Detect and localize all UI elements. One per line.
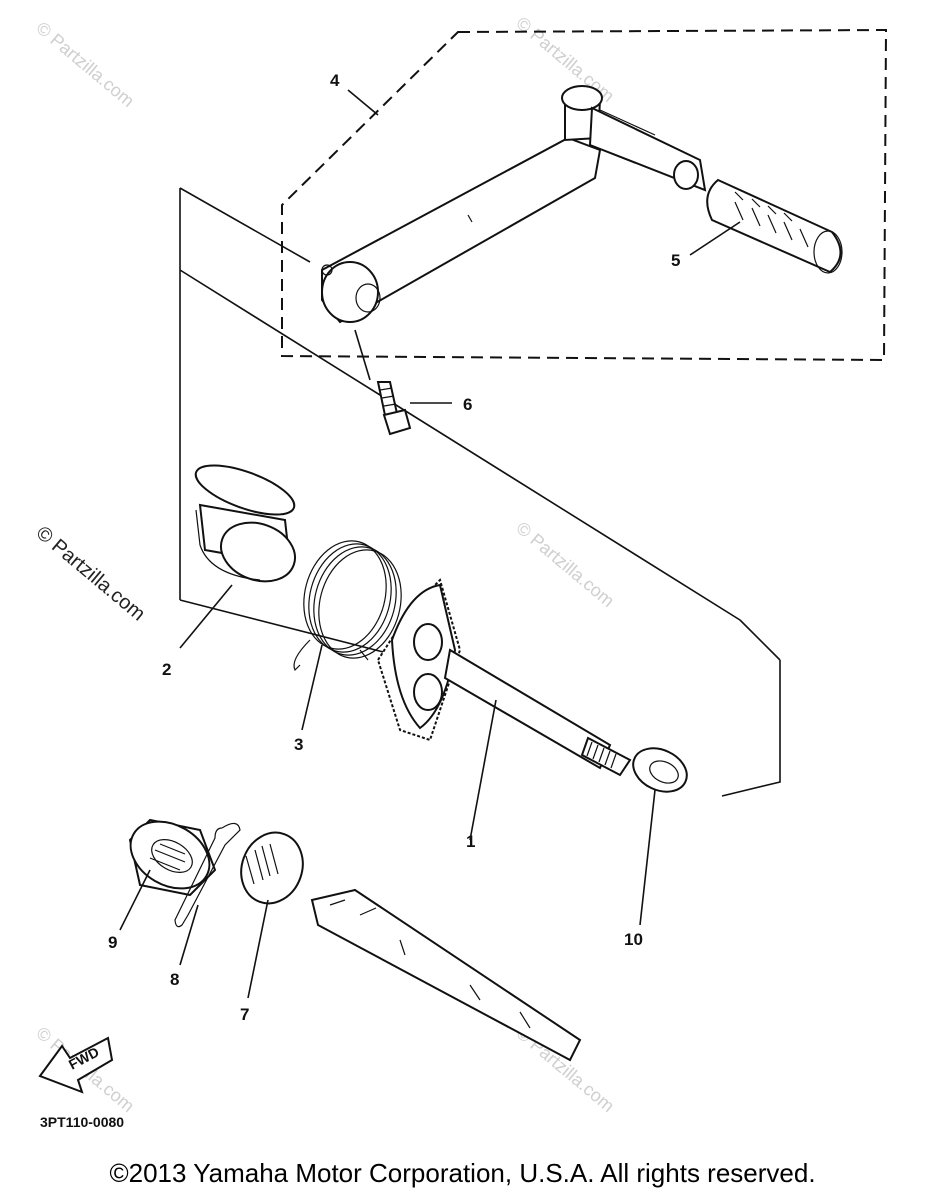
leader-lines bbox=[119, 89, 741, 999]
ratchet-clip bbox=[174, 822, 241, 928]
callout-9: 9 bbox=[108, 933, 117, 952]
callout-8: 8 bbox=[170, 970, 179, 989]
callout-1: 1 bbox=[466, 832, 475, 851]
kick-idle-gear bbox=[240, 831, 304, 905]
callout-4: 4 bbox=[330, 71, 340, 90]
copyright-notice: ©2013 Yamaha Motor Corporation, U.S.A. A… bbox=[109, 1158, 816, 1188]
kick-gear-shaft bbox=[376, 578, 632, 777]
bushing bbox=[194, 464, 296, 583]
callout-labels: 1 2 3 4 5 6 7 8 9 10 bbox=[108, 71, 680, 1024]
kick-lever-arm bbox=[321, 85, 707, 324]
kick-ratchet bbox=[128, 818, 217, 897]
kick-grip bbox=[706, 178, 843, 274]
main-axle bbox=[310, 888, 582, 1062]
watermark: © Partzilla.com bbox=[32, 522, 149, 625]
callout-3: 3 bbox=[294, 735, 303, 754]
oil-seal bbox=[632, 747, 688, 793]
kick-shaft-outline-box bbox=[179, 187, 781, 797]
callout-2: 2 bbox=[162, 660, 171, 679]
callout-6: 6 bbox=[463, 395, 472, 414]
callout-5: 5 bbox=[671, 251, 680, 270]
diagram-reference-code: 3PT110-0080 bbox=[40, 1114, 124, 1130]
torsion-spring bbox=[293, 540, 402, 672]
watermark: © Partzilla.com bbox=[32, 18, 138, 111]
bolt bbox=[376, 381, 412, 436]
callout-10: 10 bbox=[624, 930, 643, 949]
watermark: © Partzilla.com bbox=[512, 518, 618, 611]
callout-7: 7 bbox=[240, 1005, 249, 1024]
